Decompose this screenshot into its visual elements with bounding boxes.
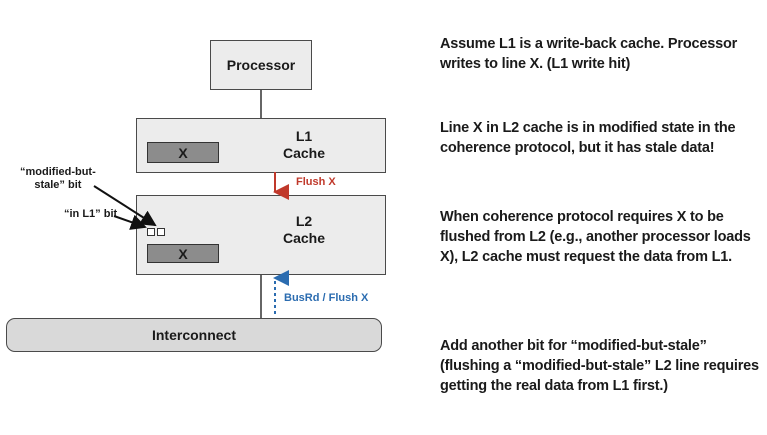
processor-label: Processor (226, 57, 296, 73)
l1-cache-box: L1 Cache X (136, 118, 386, 173)
l1-cache-label: L1 Cache (282, 128, 326, 161)
l1-line-label: X (178, 144, 188, 161)
note-write-hit: Assume L1 is a write-back cache. Process… (440, 36, 738, 72)
l2-interconnect-connector (260, 275, 262, 318)
l2-cache-line-x: X (147, 244, 219, 263)
processor-box: Processor (210, 40, 312, 90)
l1-cache-line-x: X (147, 142, 219, 163)
note-stale-data: Line X in L2 cache is in modified state … (440, 120, 736, 156)
in-l1-bit-label: “in L1” bit (64, 208, 118, 220)
note-extra-bit: Add another bit for “modified-but-stale”… (440, 338, 759, 394)
flush-x-label: Flush X (296, 176, 336, 188)
modified-but-stale-label: “modified-but- stale” bit (20, 166, 96, 191)
in-l1-bit-pointer (113, 214, 147, 230)
in-l1-bit (147, 228, 155, 236)
interconnect-label: Interconnect (151, 327, 236, 343)
l2-cache-box: L2 Cache X (136, 195, 386, 275)
busrd-flush-label: BusRd / Flush X (284, 292, 369, 304)
note-flush-request: When coherence protocol requires X to be… (440, 209, 751, 265)
processor-l1-connector (260, 90, 262, 118)
l2-cache-label: L2 Cache (282, 213, 326, 246)
modified-but-stale-bit (157, 228, 165, 236)
interconnect-bar: Interconnect (6, 318, 382, 352)
l2-line-label: X (178, 245, 188, 262)
